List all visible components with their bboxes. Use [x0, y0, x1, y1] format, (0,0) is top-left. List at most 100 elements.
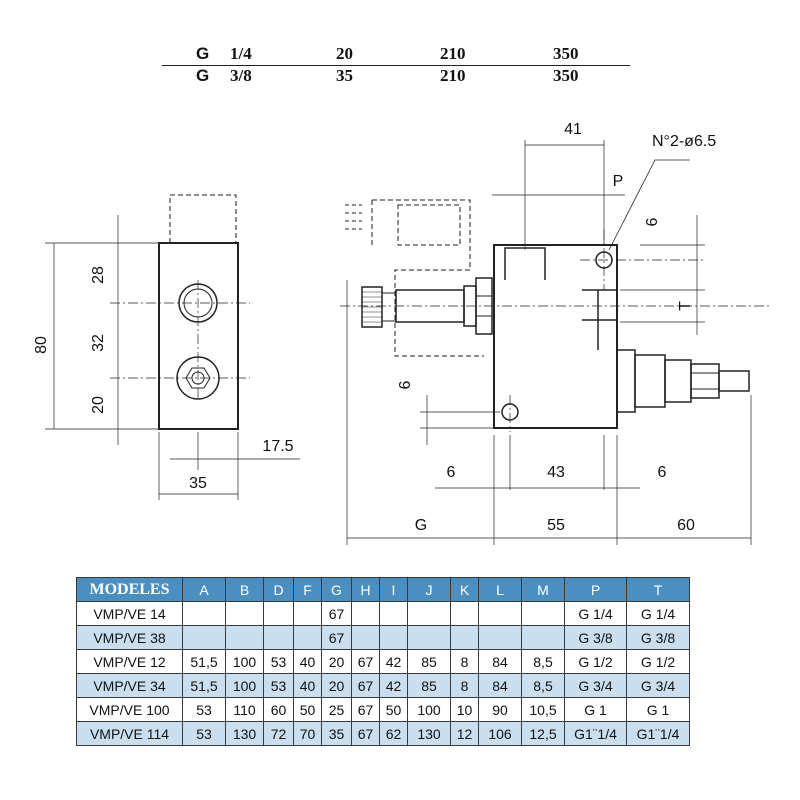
table-cell: 50	[293, 697, 322, 722]
table-cell: 53	[263, 673, 294, 698]
table-cell: 62	[379, 721, 408, 746]
table-cell: 40	[293, 673, 322, 698]
left-hidden-outline	[169, 194, 237, 243]
table-cell: 8,5	[521, 673, 565, 698]
table-cell: G 1	[626, 697, 690, 722]
dim-label-43: 43	[547, 464, 565, 481]
table-cell: 106	[478, 721, 522, 746]
table-cell	[379, 601, 408, 626]
table-cell: 85	[407, 649, 451, 674]
table-cell: G 1/2	[626, 649, 690, 674]
hidden-cap-outline	[371, 199, 484, 357]
header-cell: F	[293, 577, 322, 602]
header-cell: M	[521, 577, 565, 602]
hidden-coil-outline	[397, 204, 461, 246]
header-cell: I	[379, 577, 408, 602]
table-cell	[293, 625, 322, 650]
table-row: VMP/VE 100 53 110 60 50 25 67 50 100 10 …	[76, 697, 690, 722]
port-label-t: T	[677, 301, 694, 311]
top-spec-g: G	[196, 44, 210, 63]
table-cell: 67	[321, 625, 352, 650]
top-spec-value: 210	[440, 44, 466, 63]
table-header-row: MODELES A B D F G H I J K L M P T	[76, 577, 690, 602]
dim-label-80: 80	[33, 336, 50, 354]
header-cell: MODELES	[76, 577, 183, 602]
table-cell: 70	[293, 721, 322, 746]
table-cell	[379, 625, 408, 650]
table-cell: 51,5	[182, 649, 226, 674]
table-row: VMP/VE 114 53 130 72 70 35 67 62 130 12 …	[76, 721, 690, 746]
table-cell: 85	[407, 673, 451, 698]
table-cell: 50	[379, 697, 408, 722]
table-cell: 67	[351, 721, 380, 746]
table-cell: G 3/4	[626, 673, 690, 698]
dim-label-60: 60	[677, 517, 695, 534]
internal-cavity	[504, 247, 546, 280]
table-row: VMP/VE 12 51,5 100 53 40 20 67 42 85 8 8…	[76, 649, 690, 674]
dim-label-41: 41	[564, 121, 582, 138]
table-cell: 72	[263, 721, 294, 746]
header-cell: L	[478, 577, 522, 602]
table-cell	[450, 601, 479, 626]
top-spec-value: 35	[336, 66, 353, 85]
table-cell	[478, 625, 522, 650]
table-cell	[450, 625, 479, 650]
table-cell	[521, 625, 565, 650]
table-cell: 110	[225, 697, 264, 722]
model-cell: VMP/VE 114	[76, 721, 183, 746]
right-plug	[616, 349, 750, 413]
table-cell: 53	[182, 697, 226, 722]
header-cell: K	[450, 577, 479, 602]
table-cell: G 3/4	[564, 673, 627, 698]
table-cell	[225, 625, 264, 650]
model-cell: VMP/VE 14	[76, 601, 183, 626]
table-cell: 60	[263, 697, 294, 722]
header-cell: D	[263, 577, 294, 602]
header-cell: H	[351, 577, 380, 602]
table-cell	[225, 601, 264, 626]
technical-drawing: 80 28 32 20 35 17.5 41 N°2-ø6.5 P T 6 6 …	[33, 121, 770, 545]
table-cell: 12	[450, 721, 479, 746]
top-spec-value: 210	[440, 66, 466, 85]
table-cell: 42	[379, 649, 408, 674]
table-cell: 130	[225, 721, 264, 746]
table-cell: G 1/4	[564, 601, 627, 626]
table-cell	[182, 625, 226, 650]
model-cell: VMP/VE 38	[76, 625, 183, 650]
dim-label-32: 32	[90, 334, 107, 352]
dim-label-g: G	[415, 517, 427, 534]
right-view	[340, 140, 770, 545]
table-cell: 53	[182, 721, 226, 746]
model-cell: VMP/VE 100	[76, 697, 183, 722]
table-cell: 20	[321, 673, 352, 698]
dim-label-35: 35	[189, 475, 207, 492]
left-view	[45, 194, 300, 500]
top-spec-row: G 3/8 35 210 350	[162, 66, 630, 88]
dim-label-55: 55	[547, 517, 565, 534]
hole-leader	[608, 159, 690, 251]
top-spec-value: 350	[553, 44, 579, 63]
table-cell: 100	[407, 697, 451, 722]
hole-note: N°2-ø6.5	[652, 133, 716, 150]
table-cell: 53	[263, 649, 294, 674]
table-cell	[263, 601, 294, 626]
top-spec-value: 350	[553, 66, 579, 85]
hidden-connector	[345, 204, 362, 230]
table-cell: 67	[351, 697, 380, 722]
table-cell	[407, 601, 451, 626]
table-cell: 67	[351, 673, 380, 698]
table-cell: G 1/4	[626, 601, 690, 626]
table-cell	[263, 625, 294, 650]
model-cell: VMP/VE 12	[76, 649, 183, 674]
table-cell: 67	[321, 601, 352, 626]
top-spec-table: G 1/4 20 210 350 G 3/8 35 210 350	[162, 44, 630, 88]
table-cell: G1¨1/4	[626, 721, 690, 746]
header-cell: A	[182, 577, 226, 602]
dim-label-6-bottom-right: 6	[658, 464, 667, 481]
table-cell	[478, 601, 522, 626]
table-cell: 84	[478, 649, 522, 674]
table-cell: G 3/8	[626, 625, 690, 650]
top-spec-row: G 1/4 20 210 350	[162, 44, 630, 66]
table-cell: 10,5	[521, 697, 565, 722]
dim-label-17-5: 17.5	[262, 438, 293, 455]
